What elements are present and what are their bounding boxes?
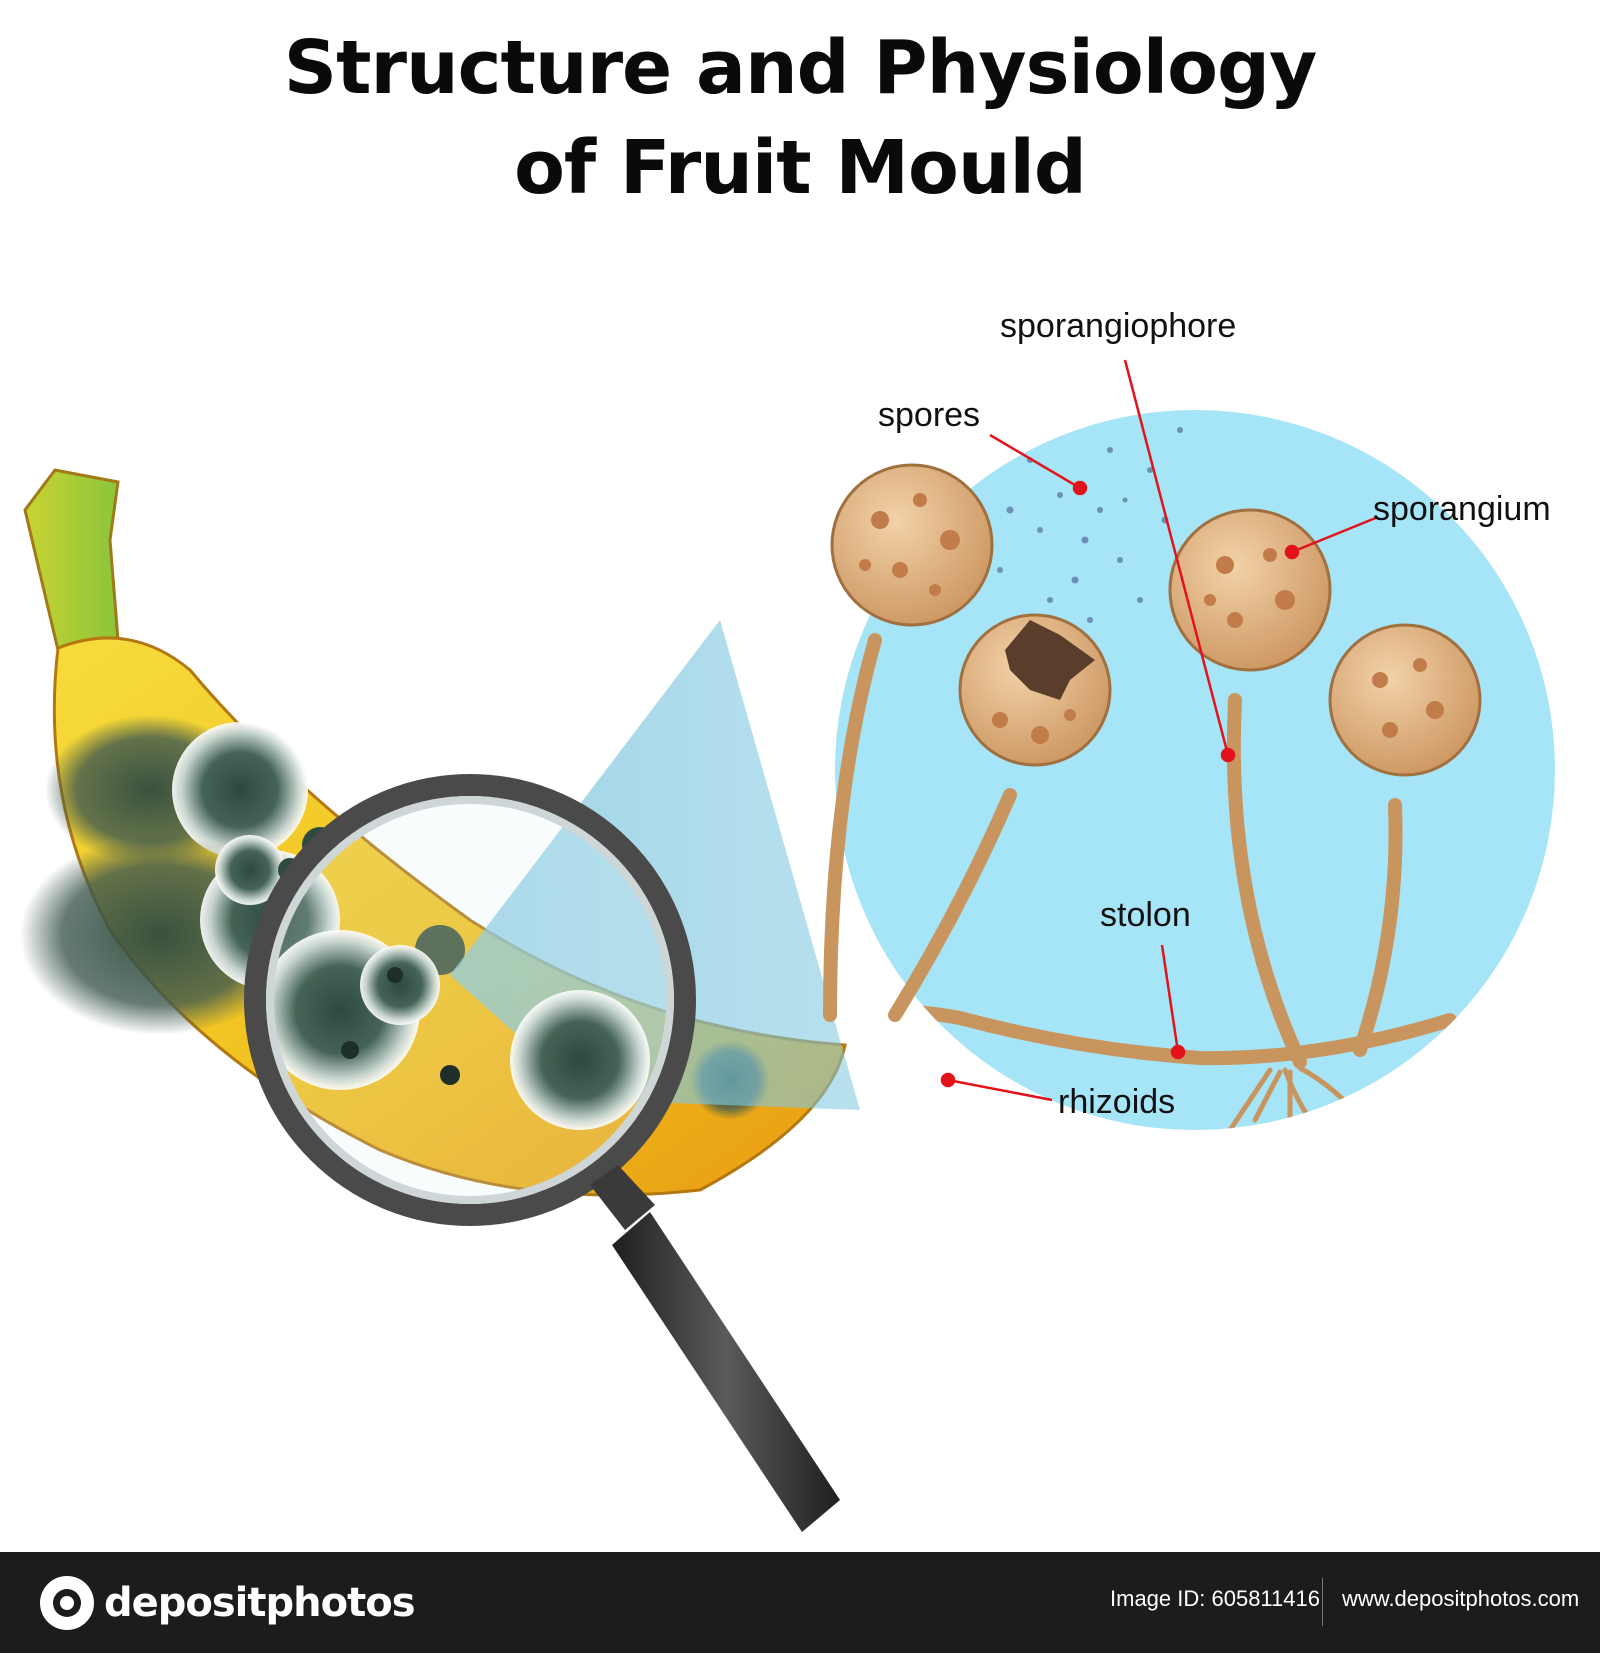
label-rhizoids: rhizoids	[1058, 1083, 1176, 1121]
mould-spot	[440, 1065, 460, 1085]
mould-spot	[341, 1041, 359, 1059]
lens-rim	[244, 774, 696, 1226]
mould-spot	[215, 835, 285, 905]
pointer-rhizoids	[947, 1078, 1053, 1102]
sporangiophore-stalk	[888, 788, 1017, 1022]
mould-spot	[387, 967, 403, 983]
brand-name: depositphotos	[104, 1580, 416, 1626]
fruit-mould-illustration	[20, 359, 1555, 1532]
label-sporangiophore: sporangiophore	[1000, 307, 1237, 345]
mould-spot	[360, 945, 440, 1025]
footer-bar: depositphotos Image ID: 605811416 www.de…	[0, 1552, 1600, 1653]
label-sporangium: sporangium	[1373, 490, 1551, 528]
label-pointers	[940, 359, 1379, 1102]
pointer-spores	[989, 433, 1081, 490]
magnified-view-circle	[835, 410, 1555, 1130]
page-title: Structure and Physiology of Fruit Mould	[0, 18, 1600, 218]
camera-logo-icon	[40, 1576, 94, 1630]
mould-spot	[510, 990, 650, 1130]
title-line-1: Structure and Physiology	[283, 25, 1317, 111]
banana-stem	[23, 468, 120, 667]
website-link[interactable]: www.depositphotos.com	[1342, 1586, 1580, 1611]
pointer-sporangiophore	[1123, 359, 1230, 756]
label-stolon: stolon	[1100, 896, 1191, 934]
sporangium-burst	[958, 613, 1112, 767]
sporangium	[1168, 508, 1332, 672]
sporangiophore-stalk	[1353, 798, 1403, 1057]
sporangiophore-stalk	[823, 633, 882, 1022]
label-spores: spores	[878, 396, 981, 434]
mould-spot	[172, 722, 308, 858]
sporangium	[1328, 623, 1482, 777]
title-line-2: of Fruit Mould	[514, 125, 1087, 211]
footer-divider	[1322, 1578, 1323, 1626]
brand-logo[interactable]: depositphotos	[40, 1576, 416, 1630]
lens-rim-highlight	[266, 796, 674, 1204]
lens-handle	[612, 1212, 840, 1532]
magnification-beam	[450, 620, 860, 1110]
pointer-stolon	[1160, 944, 1180, 1053]
spores-cluster	[997, 427, 1183, 623]
sporangiophores	[823, 463, 1482, 1069]
sporangium	[830, 463, 994, 627]
pointer-sporangium	[1291, 515, 1379, 554]
lens-neck	[590, 1165, 655, 1230]
magnifying-glass-icon	[244, 774, 840, 1532]
image-id: Image ID: 605811416	[1110, 1586, 1320, 1611]
